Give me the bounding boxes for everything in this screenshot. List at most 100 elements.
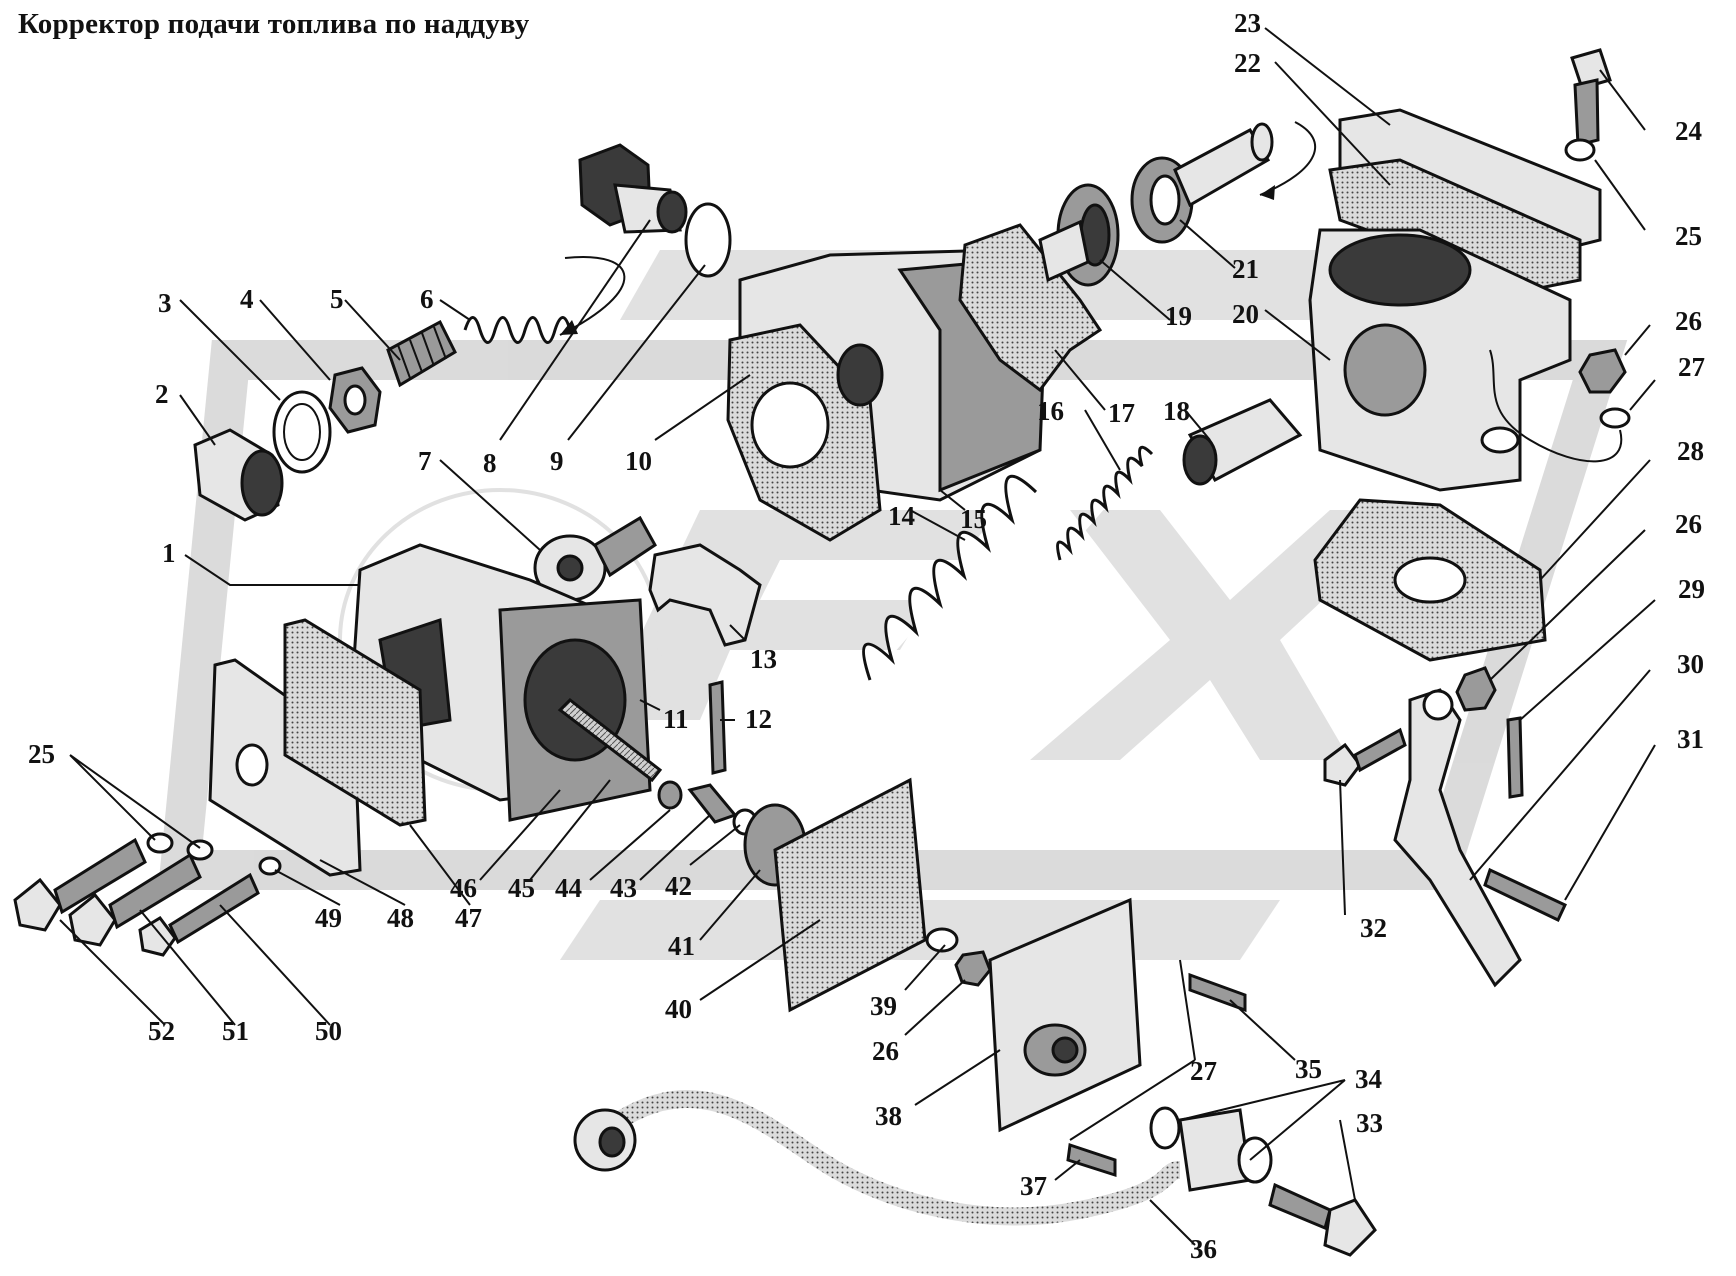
part-2-cap: [193, 428, 284, 522]
part-30-lever: [1393, 688, 1522, 988]
callout-1: 1: [162, 538, 176, 568]
callout-16: 16: [1037, 396, 1064, 426]
callout-4: 4: [240, 284, 254, 314]
callout-38: 38: [875, 1101, 902, 1131]
part-47-gasket: [283, 618, 427, 827]
part-25-washer: [1564, 138, 1596, 162]
part-35-screw: [1188, 972, 1247, 1013]
part-51-bolt: [68, 852, 202, 947]
callout-49: 49: [315, 903, 342, 933]
callout-32: 32: [1360, 913, 1387, 943]
part-32-bolt: [1323, 727, 1407, 787]
callout-9: 9: [550, 446, 564, 476]
part-16-spring: [1056, 445, 1154, 561]
callout-25-bottom: 25: [28, 739, 55, 769]
callout-12: 12: [745, 704, 772, 734]
callout-3: 3: [158, 288, 172, 318]
part-22-gasket: [1328, 158, 1582, 292]
callout-13: 13: [750, 644, 777, 674]
part-43-screw: [687, 783, 738, 824]
callout-18: 18: [1163, 396, 1190, 426]
assembly-arrows: [559, 121, 1623, 463]
callout-30: 30: [1677, 649, 1704, 679]
callout-7: 7: [418, 446, 432, 476]
callout-27-bottom: 27: [1190, 1056, 1217, 1086]
callout-42: 42: [665, 871, 692, 901]
callout-45: 45: [508, 873, 535, 903]
part-19-diaphragm-cup: [1038, 183, 1120, 287]
leader-lines: [59, 27, 1656, 1246]
callout-26-top: 26: [1675, 306, 1702, 336]
part-29-stud: [1506, 716, 1524, 799]
part-11-needle: [557, 698, 663, 783]
part-31-pin: [1483, 867, 1567, 923]
callout-26-right: 26: [1675, 509, 1702, 539]
part-12-pin: [708, 680, 727, 775]
callout-21: 21: [1232, 254, 1259, 284]
callout-34: 34: [1355, 1064, 1382, 1094]
part-13-lever: [648, 543, 762, 647]
callout-28: 28: [1677, 436, 1704, 466]
callout-43: 43: [610, 873, 637, 903]
callout-51: 51: [222, 1016, 249, 1046]
callout-41: 41: [668, 931, 695, 961]
part-20-body: [1308, 228, 1572, 492]
callout-50: 50: [315, 1016, 342, 1046]
part-7-valve: [533, 515, 657, 602]
callout-27-top: 27: [1678, 352, 1705, 382]
callout-5: 5: [330, 284, 344, 314]
part-37-screw: [1066, 1143, 1117, 1178]
part-48-cover-plate: [208, 658, 362, 877]
callout-36: 36: [1190, 1234, 1217, 1264]
part-4-nut: [328, 366, 382, 434]
page-title: Корректор подачи топлива по наддуву: [18, 8, 530, 40]
part-17-gasket: [958, 223, 1103, 393]
callout-19: 19: [1165, 301, 1192, 331]
part-10-upper-housing: [726, 248, 1047, 542]
callout-26-bottom: 26: [872, 1036, 899, 1066]
part-24-bolt: [1570, 48, 1612, 147]
part-8-plug: [578, 143, 688, 234]
callout-48: 48: [387, 903, 414, 933]
callout-2: 2: [155, 379, 169, 409]
part-21-piston-rod: [1130, 122, 1274, 244]
callout-labels: 1 2 3 4 5 6 7 8 9 10 11 12 13 14 15 16 1…: [28, 8, 1705, 1264]
callout-44: 44: [555, 873, 582, 903]
part-26-nut-right: [1455, 666, 1497, 712]
callout-24: 24: [1675, 116, 1702, 146]
part-44-nut: [657, 780, 683, 810]
callout-33: 33: [1356, 1108, 1383, 1138]
part-3-washer: [272, 390, 332, 474]
callout-15: 15: [960, 504, 987, 534]
part-39-washer: [925, 927, 959, 953]
part-38-cover: [988, 897, 1142, 1133]
part-26-nut: [1578, 348, 1627, 394]
callout-8: 8: [483, 448, 497, 478]
callout-40: 40: [665, 994, 692, 1024]
part-40-diaphragm: [773, 777, 927, 1013]
callout-29: 29: [1678, 574, 1705, 604]
callout-22: 22: [1234, 48, 1261, 78]
part-34-banjo: [1149, 1106, 1273, 1192]
callout-52: 52: [148, 1016, 175, 1046]
callout-31: 31: [1677, 724, 1704, 754]
callout-25-top: 25: [1675, 221, 1702, 251]
callout-35: 35: [1295, 1054, 1322, 1084]
callout-39: 39: [870, 991, 897, 1021]
part-18-piston: [1182, 398, 1303, 486]
part-5-screw: [386, 319, 457, 388]
part-26-nut-lower: [954, 950, 992, 987]
callout-14: 14: [888, 501, 915, 531]
callout-37: 37: [1020, 1171, 1047, 1201]
part-27-washer: [1599, 407, 1631, 429]
part-14-spring: [862, 474, 1038, 681]
part-9-o-ring: [684, 202, 732, 278]
callout-10: 10: [625, 446, 652, 476]
callout-46: 46: [450, 873, 477, 903]
callout-23: 23: [1234, 8, 1261, 38]
callout-20: 20: [1232, 299, 1259, 329]
part-52-bolt: [13, 837, 147, 932]
part-33-bolt: [1268, 1182, 1377, 1257]
